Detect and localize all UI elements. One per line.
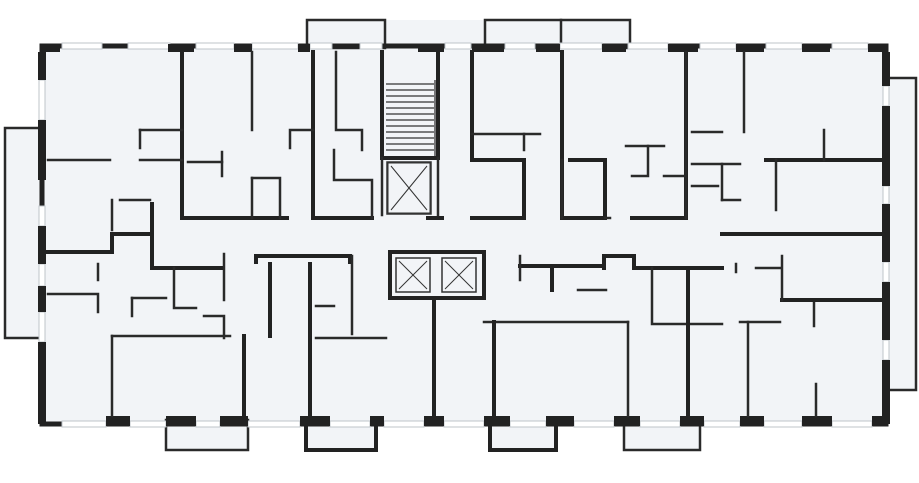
elevator-icon xyxy=(386,161,432,215)
interior-walls xyxy=(46,50,888,418)
stair-icon xyxy=(384,80,436,156)
elevator-icon xyxy=(395,257,431,293)
elevator-icon xyxy=(441,257,477,293)
